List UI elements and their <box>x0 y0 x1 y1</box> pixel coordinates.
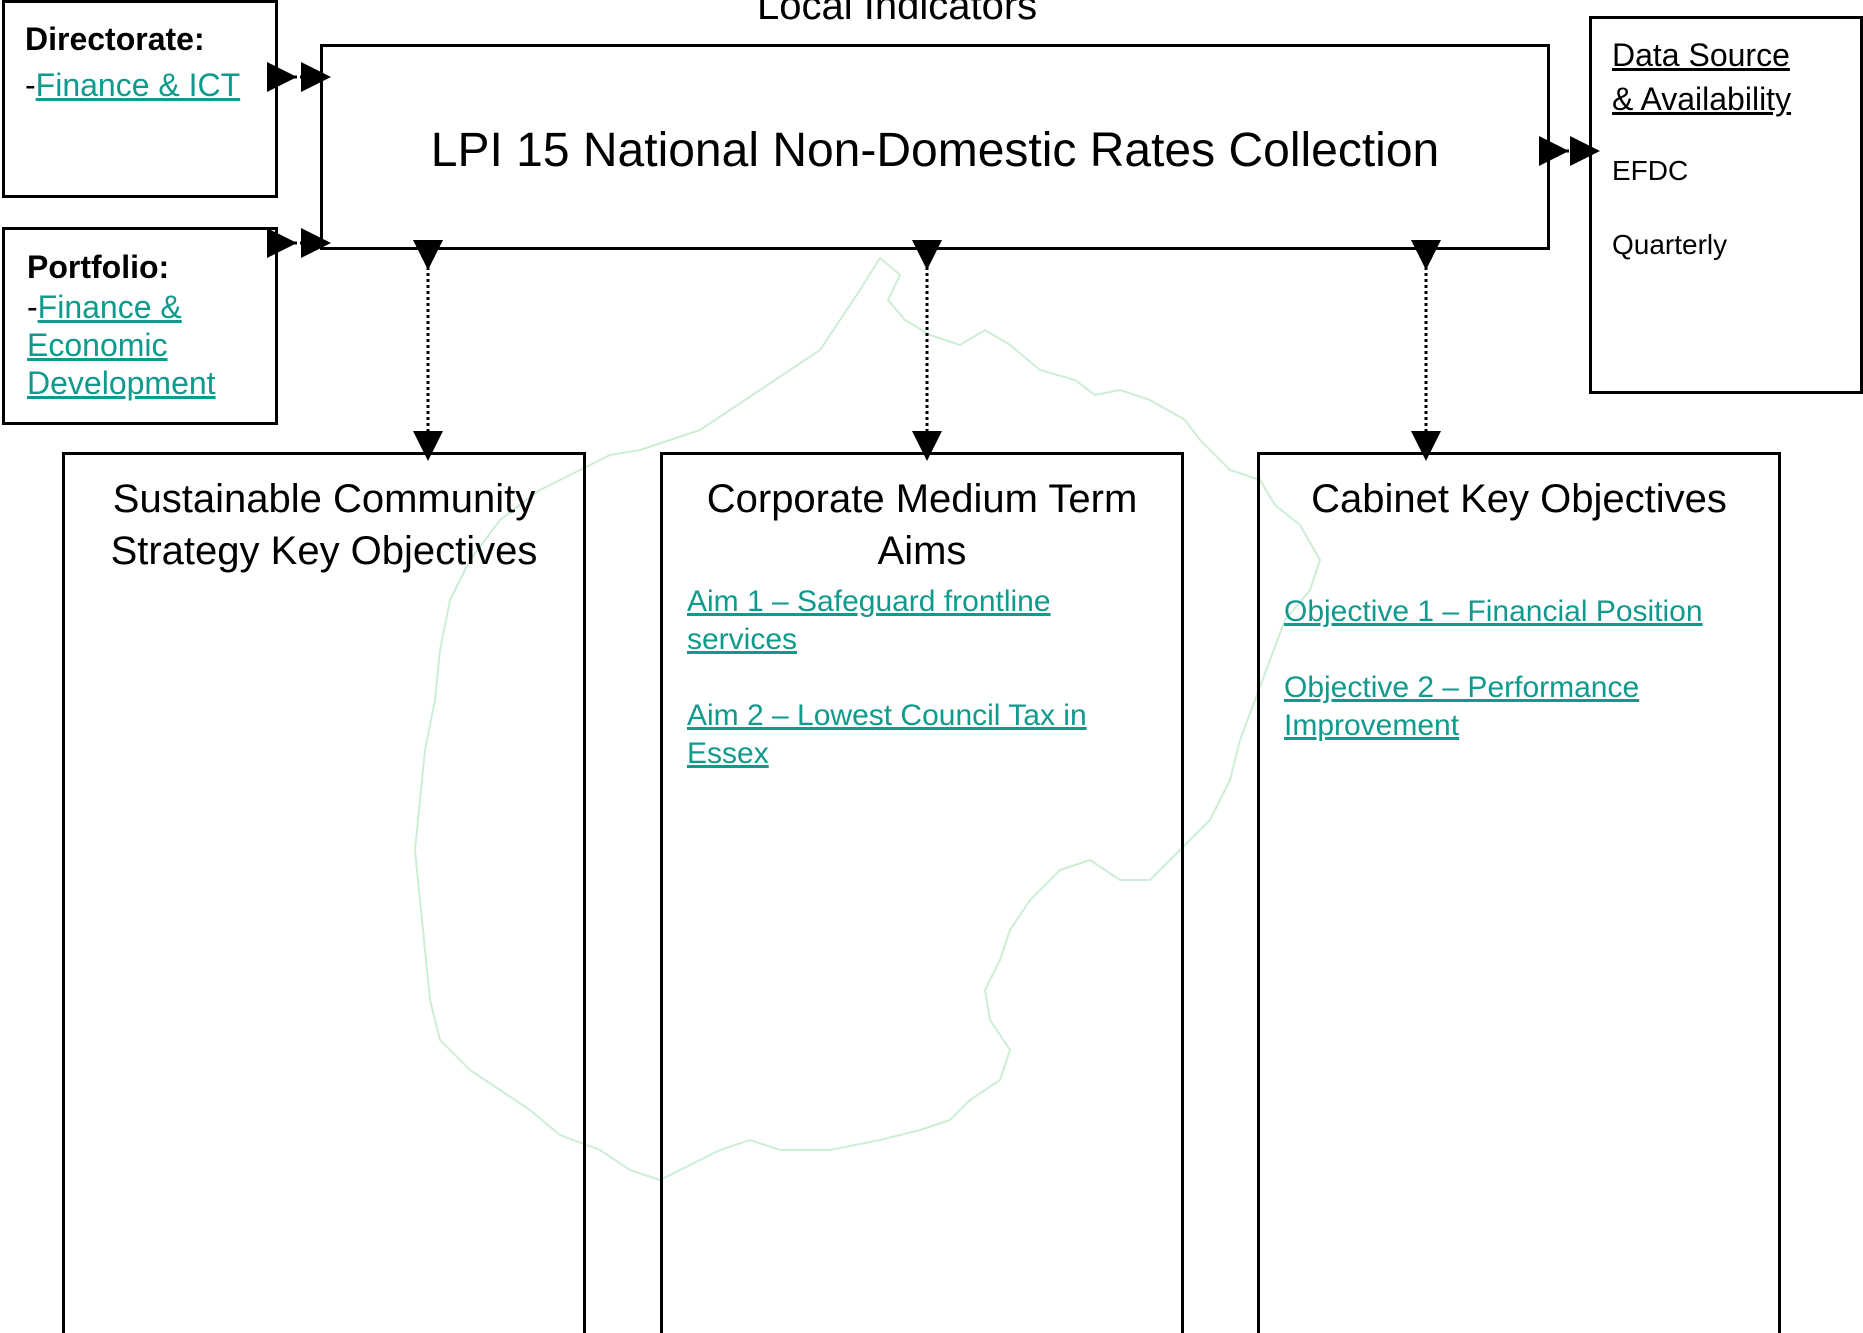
corporate-aims-title: Corporate Medium Term Aims <box>706 477 1138 573</box>
cabinet-objectives-box: Cabinet Key Objectives Objective 1 – Fin… <box>1257 452 1781 1333</box>
portfolio-box: Portfolio: -Finance & Economic Developme… <box>2 227 278 425</box>
scs-objectives-box: Sustainable Community Strategy Key Objec… <box>62 452 586 1333</box>
data-source-source: EFDC <box>1612 155 1689 186</box>
indicator-box: LPI 15 National Non-Domestic Rates Colle… <box>320 44 1550 250</box>
corporate-aims-box: Corporate Medium Term Aims Aim 1 – Safeg… <box>660 452 1184 1333</box>
data-source-title-line1: Data Source <box>1612 37 1790 73</box>
portfolio-link-block: -Finance & Economic Development <box>27 288 253 402</box>
corporate-aims-list: Aim 1 – Safeguard frontline services Aim… <box>663 583 1181 773</box>
corporate-aim-1-link[interactable]: Aim 1 – Safeguard frontline services <box>687 585 1051 656</box>
directorate-prefix: - <box>25 67 36 103</box>
directorate-label: Directorate: <box>25 21 205 57</box>
indicator-title: LPI 15 National Non-Domestic Rates Colle… <box>430 124 1440 177</box>
directorate-box: Directorate: -Finance & ICT <box>2 0 278 198</box>
corporate-aim-2-link[interactable]: Aim 2 – Lowest Council Tax in Essex <box>687 699 1087 770</box>
page-heading: Local Indicators <box>757 0 1038 28</box>
cabinet-objectives-title: Cabinet Key Objectives <box>1311 477 1727 521</box>
directorate-link[interactable]: Finance & ICT <box>35 67 241 103</box>
portfolio-label: Portfolio: <box>27 249 170 285</box>
cabinet-objective-1-link[interactable]: Objective 1 – Financial Position <box>1284 595 1703 628</box>
portfolio-prefix: - <box>27 289 38 325</box>
portfolio-link-line3[interactable]: Development <box>27 365 216 401</box>
data-source-frequency: Quarterly <box>1612 229 1728 260</box>
portfolio-link-line2[interactable]: Economic <box>27 327 168 363</box>
cabinet-objectives-list: Objective 1 – Financial Position Objecti… <box>1260 593 1778 745</box>
data-source-box: Data Source & Availability EFDC Quarterl… <box>1589 16 1863 394</box>
scs-objectives-title: Sustainable Community Strategy Key Objec… <box>110 477 538 573</box>
portfolio-link-line1[interactable]: Finance & <box>37 289 182 325</box>
data-source-title-line2: & Availability <box>1612 81 1792 117</box>
cabinet-objective-2-link[interactable]: Objective 2 – Performance Improvement <box>1284 671 1640 742</box>
